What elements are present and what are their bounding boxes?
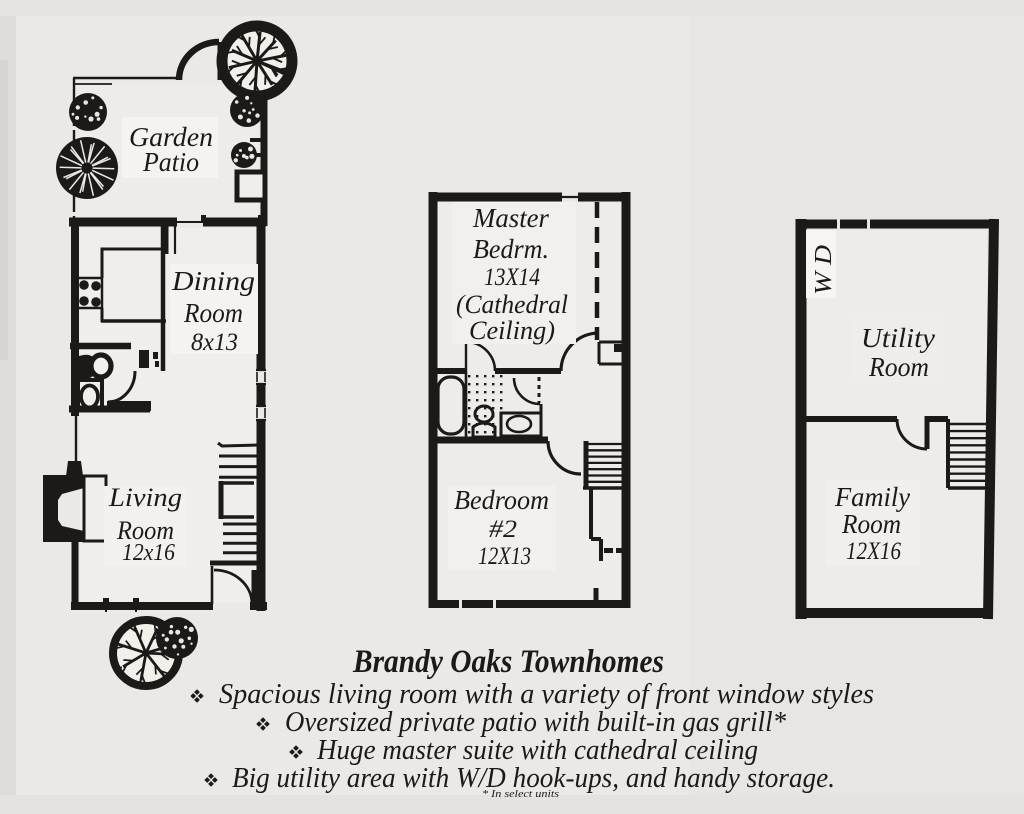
svg-text:Oversized private patio with b: Oversized private patio with built-in ga… xyxy=(285,707,786,738)
svg-text:12X16: 12X16 xyxy=(846,538,901,565)
svg-text:Brandy Oaks Townhomes: Brandy Oaks Townhomes xyxy=(352,644,664,680)
svg-text:Living: Living xyxy=(108,483,182,512)
svg-text:Room: Room xyxy=(116,516,174,545)
svg-text:Bedrm.: Bedrm. xyxy=(473,234,549,264)
svg-text:W D: W D xyxy=(811,245,837,295)
svg-text:#2: #2 xyxy=(489,516,517,543)
svg-text:13X14: 13X14 xyxy=(484,264,540,291)
svg-text:Bedroom: Bedroom xyxy=(454,485,549,515)
svg-text:Room: Room xyxy=(841,509,901,539)
svg-text:Room: Room xyxy=(868,352,929,382)
svg-text:Huge master suite with cathedr: Huge master suite with cathedral ceiling xyxy=(316,735,758,766)
svg-text:* In select units: * In select units xyxy=(482,788,559,800)
svg-text:Dining: Dining xyxy=(171,266,255,296)
svg-text:Utility: Utility xyxy=(861,323,935,353)
svg-text:Room: Room xyxy=(183,298,243,328)
svg-text:(Cathedral: (Cathedral xyxy=(456,290,568,319)
svg-text:12x16: 12x16 xyxy=(122,540,175,566)
svg-text:Patio: Patio xyxy=(142,147,199,177)
svg-text:12X13: 12X13 xyxy=(478,543,531,570)
svg-text:Garden: Garden xyxy=(129,122,213,152)
svg-text:Family: Family xyxy=(834,482,910,512)
svg-text:Master: Master xyxy=(472,203,549,233)
svg-text:Ceiling): Ceiling) xyxy=(469,316,555,345)
svg-text:8x13: 8x13 xyxy=(191,329,238,356)
svg-text:Spacious living room with a va: Spacious living room with a variety of f… xyxy=(219,679,874,710)
svg-text:Big utility area with W/D hook: Big utility area with W/D hook-ups, and … xyxy=(232,763,835,794)
